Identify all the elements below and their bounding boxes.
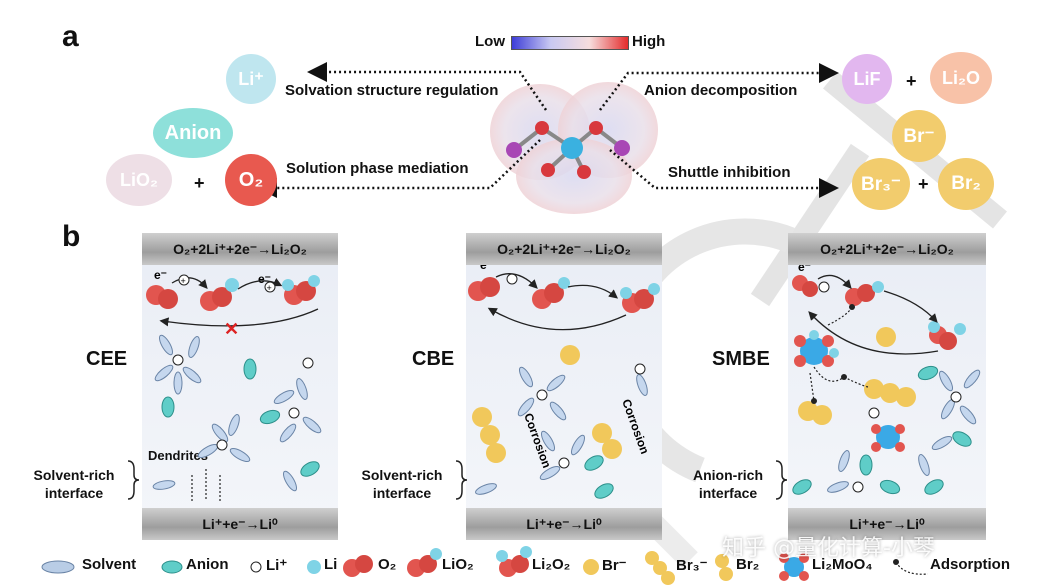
legend-o2: O₂	[378, 556, 397, 573]
anion-bubble	[153, 108, 233, 158]
lio2-bubble: LiO₂	[106, 154, 172, 206]
cbe-species: e⁻ Corrosion Corrosion	[468, 265, 660, 499]
smbe-interface-line2: interface	[698, 485, 758, 501]
cbe-bottom-electrode: Li⁺+e⁻→Li⁰	[466, 508, 662, 540]
br3-minus-bubble: Br₃⁻	[852, 158, 910, 210]
interface-braces	[127, 460, 788, 500]
legend-li2moo4: Li₂MoO₄	[812, 556, 873, 573]
plus-sign: +	[918, 174, 929, 194]
li-plus-bubble: Li⁺	[226, 54, 276, 104]
cee-bottom-electrode: Li⁺+e⁻→Li⁰	[142, 508, 338, 540]
cee-label: CEE	[86, 348, 128, 370]
legend-adsorption: Adsorption	[930, 556, 1010, 573]
cee-interface-line2: interface	[44, 485, 104, 501]
svg-text:Corrosion: Corrosion	[619, 397, 652, 456]
label-solvation-regulation: Solvation structure regulation	[285, 82, 499, 99]
plus-sign: +	[906, 71, 917, 91]
dendrites-label: Dendrites	[148, 448, 208, 463]
molecule-electrostatic-map	[490, 82, 658, 214]
scale-low-label: Low	[475, 33, 505, 50]
cee-top-electrode: O₂+2Li⁺+2e⁻→Li₂O₂	[142, 233, 338, 265]
svg-text:e⁻: e⁻	[154, 268, 167, 282]
cee-interface-label: Solvent-rich interface	[24, 466, 124, 502]
legend-li: Li	[324, 556, 338, 573]
li2o-bubble: Li₂O	[930, 52, 992, 104]
svg-text:+: +	[181, 276, 186, 286]
cbe-label: CBE	[412, 348, 455, 370]
smbe-bottom-electrode: Li⁺+e⁻→Li⁰	[788, 508, 986, 540]
legend-li2o2: Li₂O₂	[532, 556, 571, 573]
scale-high-label: High	[632, 33, 666, 50]
smbe-interface-line1: Anion-rich	[693, 467, 763, 483]
cbe-interface-line2: interface	[372, 485, 432, 501]
label-anion-decomposition: Anion decomposition	[644, 82, 798, 99]
anion-bubble-label: Anion	[164, 121, 222, 144]
cbe-interface-line1: Solvent-rich	[361, 467, 443, 483]
legend-solvent: Solvent	[82, 556, 137, 573]
legend-icons	[41, 546, 929, 585]
cee-interface-line1: Solvent-rich	[33, 467, 115, 483]
panel-a-arrows	[257, 62, 839, 198]
lif-bubble: LiF	[842, 54, 892, 104]
smbe-label: SMBE	[712, 348, 770, 370]
legend-lio2: LiO₂	[442, 556, 474, 573]
svg-text:e⁻: e⁻	[480, 265, 493, 272]
svg-text:e⁻: e⁻	[798, 265, 811, 274]
o2-bubble: O₂	[225, 154, 277, 206]
cbe-top-electrode: O₂+2Li⁺+2e⁻→Li₂O₂	[466, 233, 662, 265]
smbe-top-electrode: O₂+2Li⁺+2e⁻→Li₂O₂	[788, 233, 986, 265]
panel-b-letter: b	[62, 220, 81, 253]
plus-sign: +	[194, 173, 205, 193]
legend-li-plus: Li⁺	[266, 557, 288, 574]
watermark: 知乎 @量化计算-小琴	[722, 536, 935, 561]
cbe-interface-label: Solvent-rich interface	[352, 466, 452, 502]
legend-anion: Anion	[186, 556, 229, 573]
panel-a-letter: a	[62, 20, 79, 53]
legend-br3-minus: Br₃⁻	[676, 557, 708, 574]
svg-text:✕: ✕	[224, 319, 239, 339]
smbe-interface-label: Anion-rich interface	[682, 466, 774, 502]
smbe-species: e⁻	[792, 265, 981, 495]
label-shuttle-inhibition: Shuttle inhibition	[668, 164, 791, 181]
br2-bubble: Br₂	[938, 158, 994, 210]
cee-species: e⁻ e⁻ + + ✕	[146, 268, 322, 501]
legend-br-minus: Br⁻	[602, 557, 627, 574]
label-solution-mediation: Solution phase mediation	[286, 160, 469, 177]
color-scale-bar	[511, 36, 629, 50]
br-minus-bubble: Br⁻	[892, 110, 946, 162]
svg-text:+: +	[267, 283, 272, 293]
legend-br2: Br₂	[736, 556, 760, 573]
